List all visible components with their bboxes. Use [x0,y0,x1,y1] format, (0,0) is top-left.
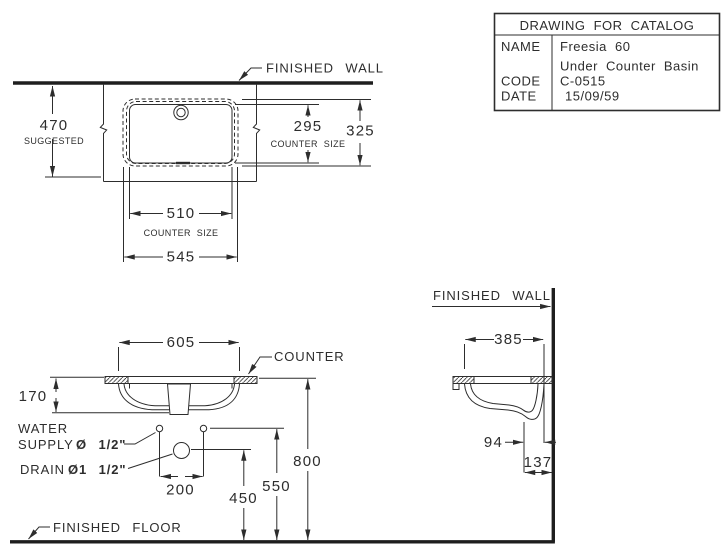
faucet-hole-outer [173,104,189,121]
drain-point [173,442,190,459]
dim-385-value: 385 [494,331,523,348]
counter-left-edge [99,84,108,182]
side-elevation: FINISHED WALL 385 94 [432,288,556,542]
counter-cut-section-left [104,376,129,384]
side-counter-cut-left [452,376,475,384]
dim-137-value: 137 [524,454,553,471]
dim-385: 385 [464,331,545,443]
dim-550: 550 [210,427,291,540]
code-value: C-0515 [560,74,606,89]
counter-cut-section-right [233,376,258,384]
title-block: DRAWING FOR CATALOG NAME Freesia 60 Unde… [493,12,721,112]
dim-325-value: 325 [346,123,375,140]
dim-94: 94 [484,434,556,451]
dim-510: 510 COUNTER SIZE [129,167,233,238]
plan-finished-wall-label: FINISHED WALL [266,61,384,76]
dim-295-value: 295 [294,118,323,135]
dim-545: 545 [123,167,238,266]
drain-outlet-front [166,383,192,415]
water-supply-leader [124,432,156,445]
side-bowl-inner-profile [470,383,539,413]
dim-470: 470 SUGGESTED [24,86,101,178]
dim-137: 137 [524,454,553,476]
date-label: DATE [501,89,537,104]
dim-800: 800 [259,377,322,540]
dim-200-value: 200 [166,482,195,499]
side-bowl-outer-profile [464,383,545,420]
faucet-hole-inner [176,107,186,118]
date-value: 15/09/59 [565,89,620,104]
plan-finished-wall-leader [238,67,262,81]
counter-cutout [129,104,233,164]
dim-605-value: 605 [167,334,196,351]
dim-450: 450 [191,449,258,540]
side-counter-slab [452,376,553,390]
dim-510-value: 510 [167,205,196,222]
plan-view: FINISHED WALL 470 SUGGESTED 295 COUNTER … [13,61,384,266]
water-supply-point-right [199,424,208,433]
counter-edge-lip [452,383,460,390]
title-block-border [493,12,721,112]
name-label: NAME [501,39,541,54]
code-label: CODE [501,74,541,89]
drain-size: Ø1 1/2" [68,462,127,477]
front-elevation: 605 COUNTER 170 WATER [10,334,555,544]
dim-200: 200 [160,473,203,499]
drain-leader [127,453,173,469]
dim-295: 295 COUNTER SIZE [235,104,346,164]
dim-800-value: 800 [293,453,322,470]
dim-170-value: 170 [19,388,48,405]
water-supply-label-line2: SUPPLY [18,437,74,452]
side-finished-wall-label: FINISHED WALL [433,288,551,303]
dim-450-value: 450 [229,490,258,507]
finished-floor-label: FINISHED FLOOR [53,520,182,535]
water-supply-label-line1: WATER [18,421,68,436]
basin-rim-inner-hidden [126,101,235,164]
basin-rim-outer-hidden [122,98,239,167]
water-supply-point-left [155,424,164,433]
dim-550-value: 550 [262,478,291,495]
front-counter-slab [104,376,258,384]
finished-floor-leader [28,526,50,540]
dim-470-note: SUGGESTED [24,136,84,146]
name-value-line1: Freesia 60 [560,39,630,54]
drain-label: DRAIN [20,462,65,477]
counter-leader [248,356,272,375]
name-value-line2: Under Counter Basin [560,59,699,74]
dim-325: 325 [242,99,375,167]
dim-470-value: 470 [40,117,69,134]
dim-510-note: COUNTER SIZE [144,228,219,238]
title-block-title: DRAWING FOR CATALOG [520,18,695,33]
counter-right-edge [252,84,261,182]
dim-170: 170 [19,376,104,412]
dim-545-value: 545 [167,249,196,266]
water-supply-size: Ø 1/2" [76,437,126,452]
dim-605: 605 [118,334,240,371]
counter-label: COUNTER [274,349,345,364]
side-counter-cut-right [530,376,553,384]
dim-94-value: 94 [484,434,503,451]
dim-295-note: COUNTER SIZE [271,139,346,149]
